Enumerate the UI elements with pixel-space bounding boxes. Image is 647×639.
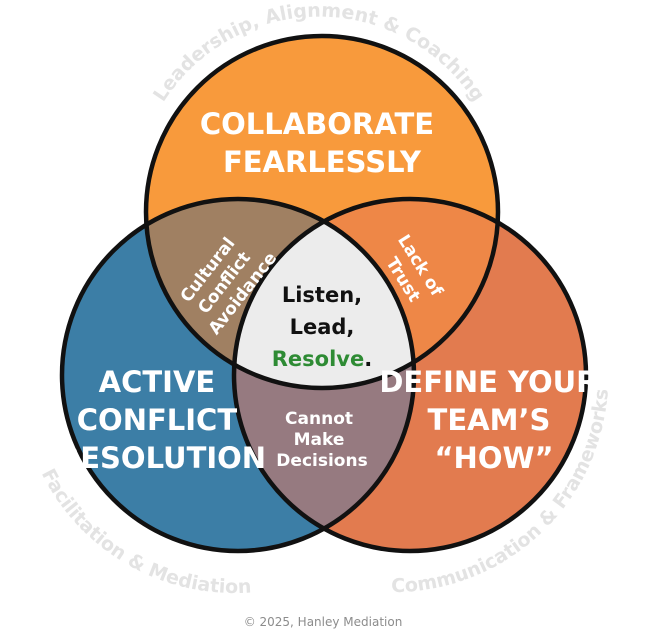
resolve-period: . <box>364 347 372 371</box>
left-circle-outline <box>59 196 417 554</box>
center-line-resolve: Resolve. <box>272 347 372 371</box>
top-circle-title: COLLABORATE FEARLESSLY <box>200 107 444 179</box>
copyright-footer: © 2025, Hanley Mediation <box>244 615 403 629</box>
top-circle-outline <box>143 33 501 391</box>
resolve-word: Resolve <box>272 347 364 371</box>
center-line-listen: Listen, <box>282 283 362 307</box>
overlap-label-bottom: Cannot Make Decisions <box>276 409 367 471</box>
center-line-lead: Lead, <box>290 315 355 339</box>
right-circle-outline <box>231 196 589 554</box>
left-circle-title: ACTIVE CONFLICT RESOLUTION <box>58 365 266 475</box>
right-circle-title: DEFINE YOUR TEAM’S “HOW” <box>379 365 608 475</box>
